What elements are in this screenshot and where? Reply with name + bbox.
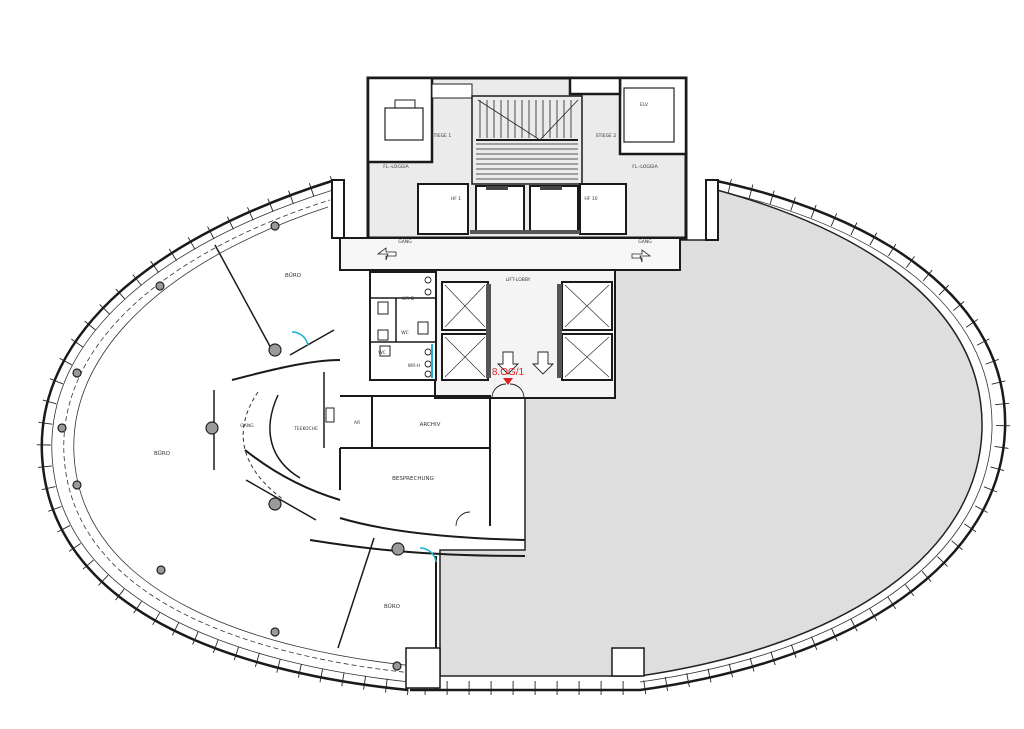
room-label-gang-core-right: GANG bbox=[638, 239, 652, 245]
room-label-fl-loggia-1: FL.-LOGGIA bbox=[383, 164, 409, 170]
room-label-gang-core-left: GANG bbox=[398, 239, 412, 245]
columns bbox=[57, 221, 405, 671]
room-label-stiege-1: STIEGE 1 bbox=[431, 133, 452, 139]
room-label-wr-d: WR-D bbox=[402, 296, 415, 302]
room-label-lift-lobby: LIFT-LOBBY bbox=[506, 277, 531, 283]
room-labels: BÜRO BÜRO BÜRO GANG TEEKÜCHE AR ARCHIV B… bbox=[154, 102, 659, 610]
room-label-hf-1: HF 1 bbox=[451, 196, 461, 202]
floor-marker: 8.OG/1 bbox=[492, 367, 525, 385]
room-label-wc-1: WC bbox=[401, 330, 409, 336]
room-label-wr-h: WR-H bbox=[408, 363, 420, 369]
room-label-buero-north: BÜRO bbox=[285, 272, 302, 279]
core bbox=[366, 76, 688, 240]
room-label-elv: ELV bbox=[640, 102, 649, 108]
interior-walls bbox=[213, 179, 719, 690]
room-label-teekueche: TEEKÜCHE bbox=[293, 425, 318, 432]
room-label-hf-10: HF 10 bbox=[584, 196, 597, 202]
room-label-stiege-2: STIEGE 2 bbox=[596, 133, 617, 139]
room-label-wc-2: WC bbox=[378, 350, 386, 356]
room-label-archiv: ARCHIV bbox=[420, 422, 441, 428]
room-label-buero-west: BÜRO bbox=[154, 450, 171, 457]
room-label-ar: AR bbox=[354, 420, 360, 426]
room-label-fl-loggia-2: FL.-LOGGIA bbox=[632, 164, 658, 170]
floor-marker-label: 8.OG/1 bbox=[492, 367, 525, 378]
room-label-besprechung: BESPRECHUNG bbox=[392, 476, 434, 482]
room-label-buero-south: BÜRO bbox=[384, 603, 401, 610]
room-label-gang-west: GANG bbox=[240, 423, 254, 429]
